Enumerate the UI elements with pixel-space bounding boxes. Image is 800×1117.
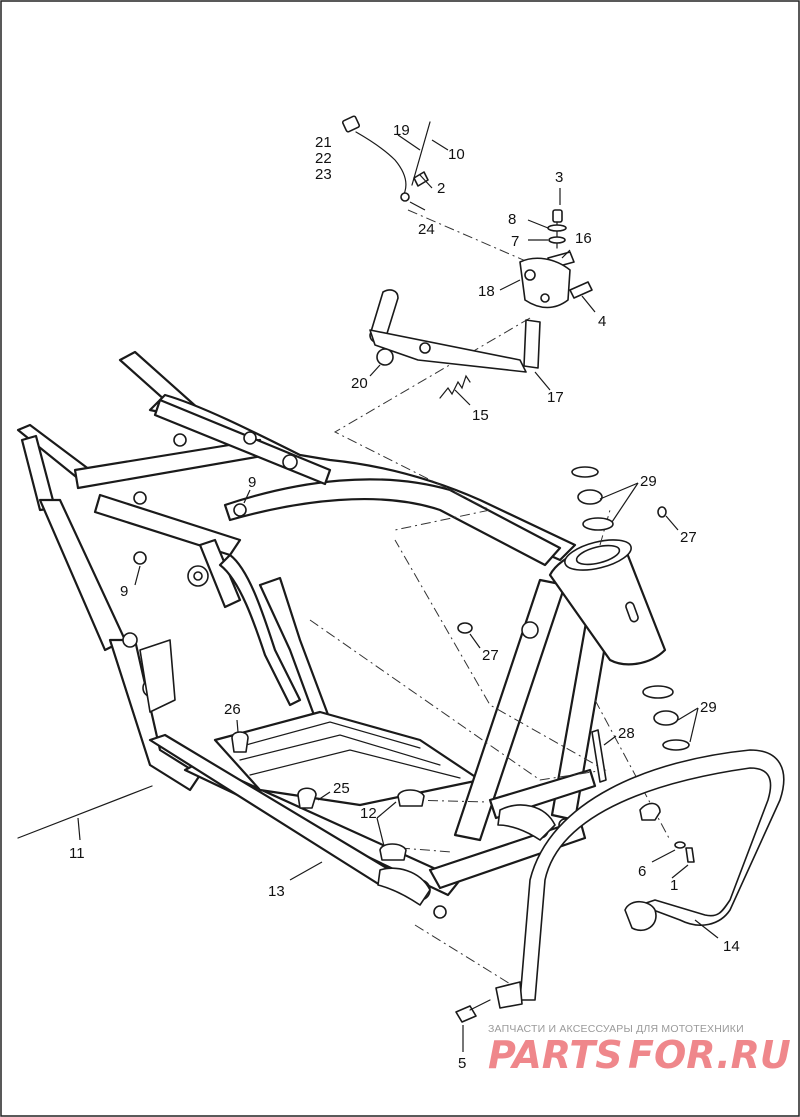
callout-29a: 29 — [640, 473, 657, 490]
callout-14: 14 — [723, 938, 740, 955]
callout-23: 23 — [315, 166, 332, 183]
watermark-logo-left: PARTS — [488, 1033, 623, 1077]
callout-9b: 9 — [120, 583, 128, 600]
callout-11: 11 — [69, 845, 85, 862]
callout-21: 21 — [315, 134, 332, 151]
callout-27a: 27 — [680, 529, 697, 546]
callout-2: 2 — [437, 180, 445, 197]
callout-7: 7 — [511, 233, 519, 250]
callout-19: 19 — [393, 122, 410, 139]
callout-22: 22 — [315, 150, 332, 167]
callout-16: 16 — [575, 230, 592, 247]
callout-6: 6 — [638, 863, 646, 880]
callout-29b: 29 — [700, 699, 717, 716]
callout-3: 3 — [555, 169, 563, 186]
callout-26: 26 — [224, 701, 241, 718]
callout-8: 8 — [508, 211, 516, 228]
callout-4: 4 — [598, 313, 606, 330]
callout-5: 5 — [458, 1055, 466, 1072]
watermark: ЗАПЧАСТИ И АКСЕССУАРЫ ДЛЯ МОТОТЕХНИКИ PA… — [488, 1023, 791, 1077]
main-frame — [16, 350, 667, 919]
callout-12: 12 — [360, 805, 377, 822]
watermark-tagline: ЗАПЧАСТИ И АКСЕССУАРЫ ДЛЯ МОТОТЕХНИКИ — [488, 1023, 744, 1035]
leader-lines — [77, 134, 719, 1052]
callout-25: 25 — [333, 780, 350, 797]
callout-labels: 1 2 3 4 5 6 7 8 9 9 10 11 12 13 14 15 16… — [69, 122, 740, 1072]
callout-10: 10 — [448, 146, 465, 163]
callout-9a: 9 — [248, 474, 256, 491]
callout-27b: 27 — [482, 647, 499, 664]
small-parts — [17, 115, 785, 1023]
callout-1: 1 — [670, 877, 678, 894]
callout-15: 15 — [472, 407, 489, 424]
watermark-logo-right: FOR.RU — [628, 1033, 791, 1077]
callout-24: 24 — [418, 221, 435, 238]
callout-28: 28 — [618, 725, 635, 742]
callout-13: 13 — [268, 883, 285, 900]
callout-20: 20 — [351, 375, 368, 392]
callout-17: 17 — [547, 389, 564, 406]
callout-18: 18 — [478, 283, 495, 300]
